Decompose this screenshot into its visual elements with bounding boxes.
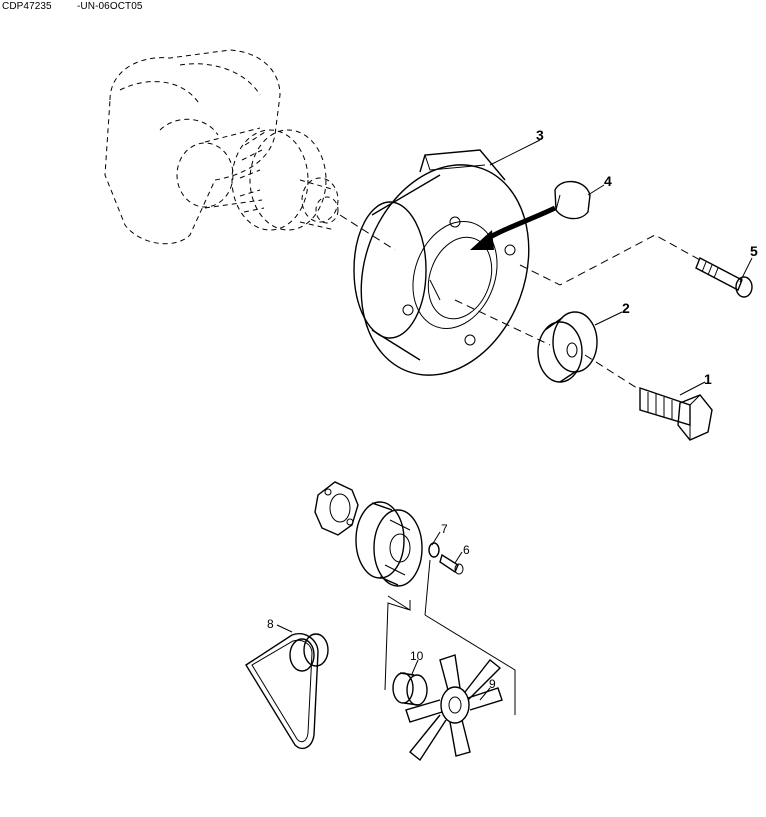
axis-line-screw — [519, 234, 701, 286]
callout-5: 5 — [750, 243, 758, 259]
callout-9: 9 — [489, 677, 496, 691]
leader-2 — [594, 311, 623, 326]
callout-10: 10 — [410, 649, 424, 663]
axis-line-washer — [454, 299, 551, 346]
install-arrow — [470, 205, 557, 250]
callout-2: 2 — [622, 300, 630, 316]
callout-3: 3 — [536, 127, 544, 143]
small-washer — [428, 542, 440, 558]
small-bolt — [439, 553, 464, 575]
assembly-guide-left — [384, 559, 431, 691]
crankshaft-ghost — [104, 49, 281, 245]
callout-8: 8 — [267, 617, 274, 631]
leader-8 — [276, 624, 293, 633]
leader-7 — [431, 531, 441, 546]
callout-7: 7 — [441, 522, 448, 536]
assembly-guide-right — [424, 614, 516, 715]
axis-line-bolt — [584, 354, 641, 391]
fan-pulley — [355, 501, 423, 587]
leader-1 — [679, 381, 706, 396]
fan-belt — [245, 633, 329, 750]
leader-5 — [739, 257, 753, 283]
leader-6 — [454, 551, 463, 564]
callout-1: 1 — [704, 371, 712, 387]
leader-4 — [587, 184, 605, 196]
leader-10 — [411, 659, 419, 675]
figure-code: CDP47235 — [2, 1, 52, 12]
crank-gear — [231, 129, 339, 231]
leader-9 — [479, 687, 491, 701]
crank-bolt — [639, 387, 713, 441]
callout-6: 6 — [463, 543, 470, 557]
woodruff-key — [554, 180, 591, 220]
figure-date: -UN-06OCT05 — [77, 1, 143, 12]
callout-4: 4 — [604, 173, 612, 189]
washer — [537, 311, 598, 383]
damper-pulley — [353, 149, 530, 376]
axis-line-crank — [339, 214, 396, 251]
fan-spacer — [392, 672, 428, 706]
pulley-screw — [695, 257, 753, 298]
cooling-fan — [405, 654, 503, 762]
leader-3 — [489, 139, 541, 166]
fan-hub-flange — [314, 481, 359, 536]
